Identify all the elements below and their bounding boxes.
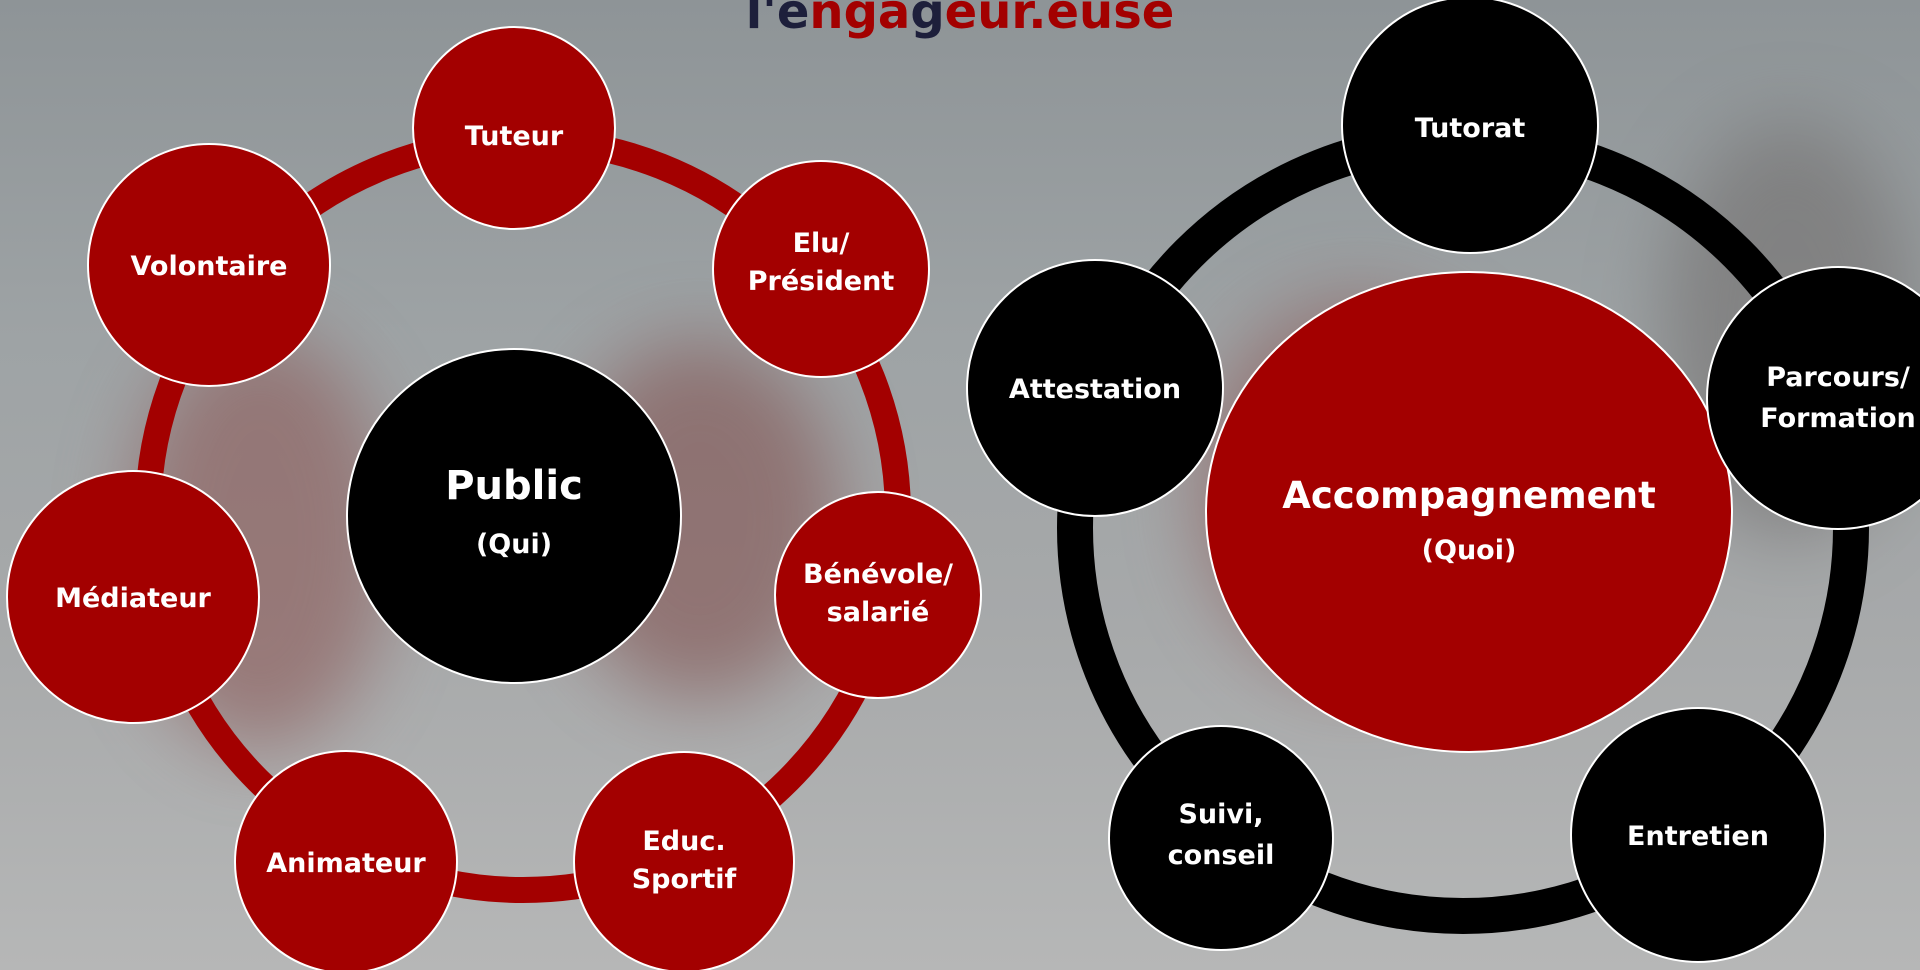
svg-text:Entretien: Entretien [1627, 821, 1769, 852]
node-label-line: Bénévole/ [803, 559, 953, 590]
node-mediateur: Médiateur [6, 470, 260, 724]
svg-text:Suivi,conseil: Suivi, conseil [1168, 799, 1275, 871]
svg-text:Tuteur: Tuteur [465, 121, 564, 152]
svg-text:Educ.Sportif: Educ. Sportif [632, 826, 737, 895]
svg-text:Attestation: Attestation [1009, 374, 1181, 405]
center-sublabel: (Qui) [476, 529, 552, 560]
node-attestation: Attestation [966, 259, 1224, 517]
title-part: g [910, 0, 945, 40]
left-cycle-diagram: Tuteur Elu/Président Bénévole/salarié Ed… [6, 26, 982, 970]
node-label-line: Médiateur [55, 583, 211, 614]
svg-text:Tutorat: Tutorat [1415, 113, 1526, 144]
svg-text:Médiateur: Médiateur [55, 583, 211, 614]
center-label: Accompagnement [1282, 474, 1656, 517]
center-sublabel: (Quoi) [1422, 535, 1517, 566]
node-label-line: Formation [1760, 403, 1916, 434]
page-title: l'engageur.euse [0, 0, 1920, 42]
node-elu-president: Elu/Président [712, 160, 930, 378]
node-educ-sportif: Educ. Sportif [573, 751, 795, 970]
svg-text:Parcours/Formation: Parcours/Formation [1760, 362, 1916, 434]
node-label-line: Elu/ [793, 228, 850, 259]
node-animateur: Animateur [234, 750, 458, 970]
node-label-line: Entretien [1627, 821, 1769, 852]
svg-text:Volontaire: Volontaire [130, 251, 287, 282]
svg-text:Animateur: Animateur [266, 848, 426, 879]
node-parcours-formation: Parcours/Formation [1706, 266, 1920, 530]
node-label-line: Animateur [266, 848, 426, 879]
node-label-line: Sportif [632, 864, 737, 895]
node-label-line: Educ. [642, 826, 725, 857]
center-accompagnement: Accompagnement (Quoi) [1205, 271, 1733, 753]
right-cycle-diagram: Accompagnement (Quoi) Tutorat Parcours/F… [966, 0, 1920, 963]
title-accent: eur.euse [944, 0, 1175, 40]
node-suivi-conseil: Suivi, conseil [1108, 725, 1334, 951]
node-label-line: conseil [1168, 840, 1275, 871]
node-label-line: salarié [827, 597, 930, 628]
node-label-line: Tuteur [465, 121, 564, 152]
title-accent: nga [809, 0, 911, 40]
node-benevole-salarie: Bénévole/salarié [774, 491, 982, 699]
node-entretien: Entretien [1570, 707, 1826, 963]
node-label-line: Président [748, 266, 895, 297]
node-label-line: Suivi, [1178, 799, 1263, 830]
node-label-line: Volontaire [130, 251, 287, 282]
node-volontaire: Volontaire [87, 143, 331, 387]
node-label-line: Attestation [1009, 374, 1181, 405]
node-tutorat: Tutorat [1341, 0, 1599, 254]
node-label-line: Tutorat [1415, 113, 1526, 144]
node-tuteur: Tuteur [412, 26, 616, 230]
center-public: Public (Qui) [346, 348, 682, 684]
node-label-line: Parcours/ [1766, 362, 1910, 393]
title-part: l'e [745, 0, 810, 40]
svg-text:Elu/Président: Elu/Président [748, 228, 895, 297]
center-label: Public [445, 463, 583, 509]
svg-text:Bénévole/salarié: Bénévole/salarié [803, 559, 953, 628]
